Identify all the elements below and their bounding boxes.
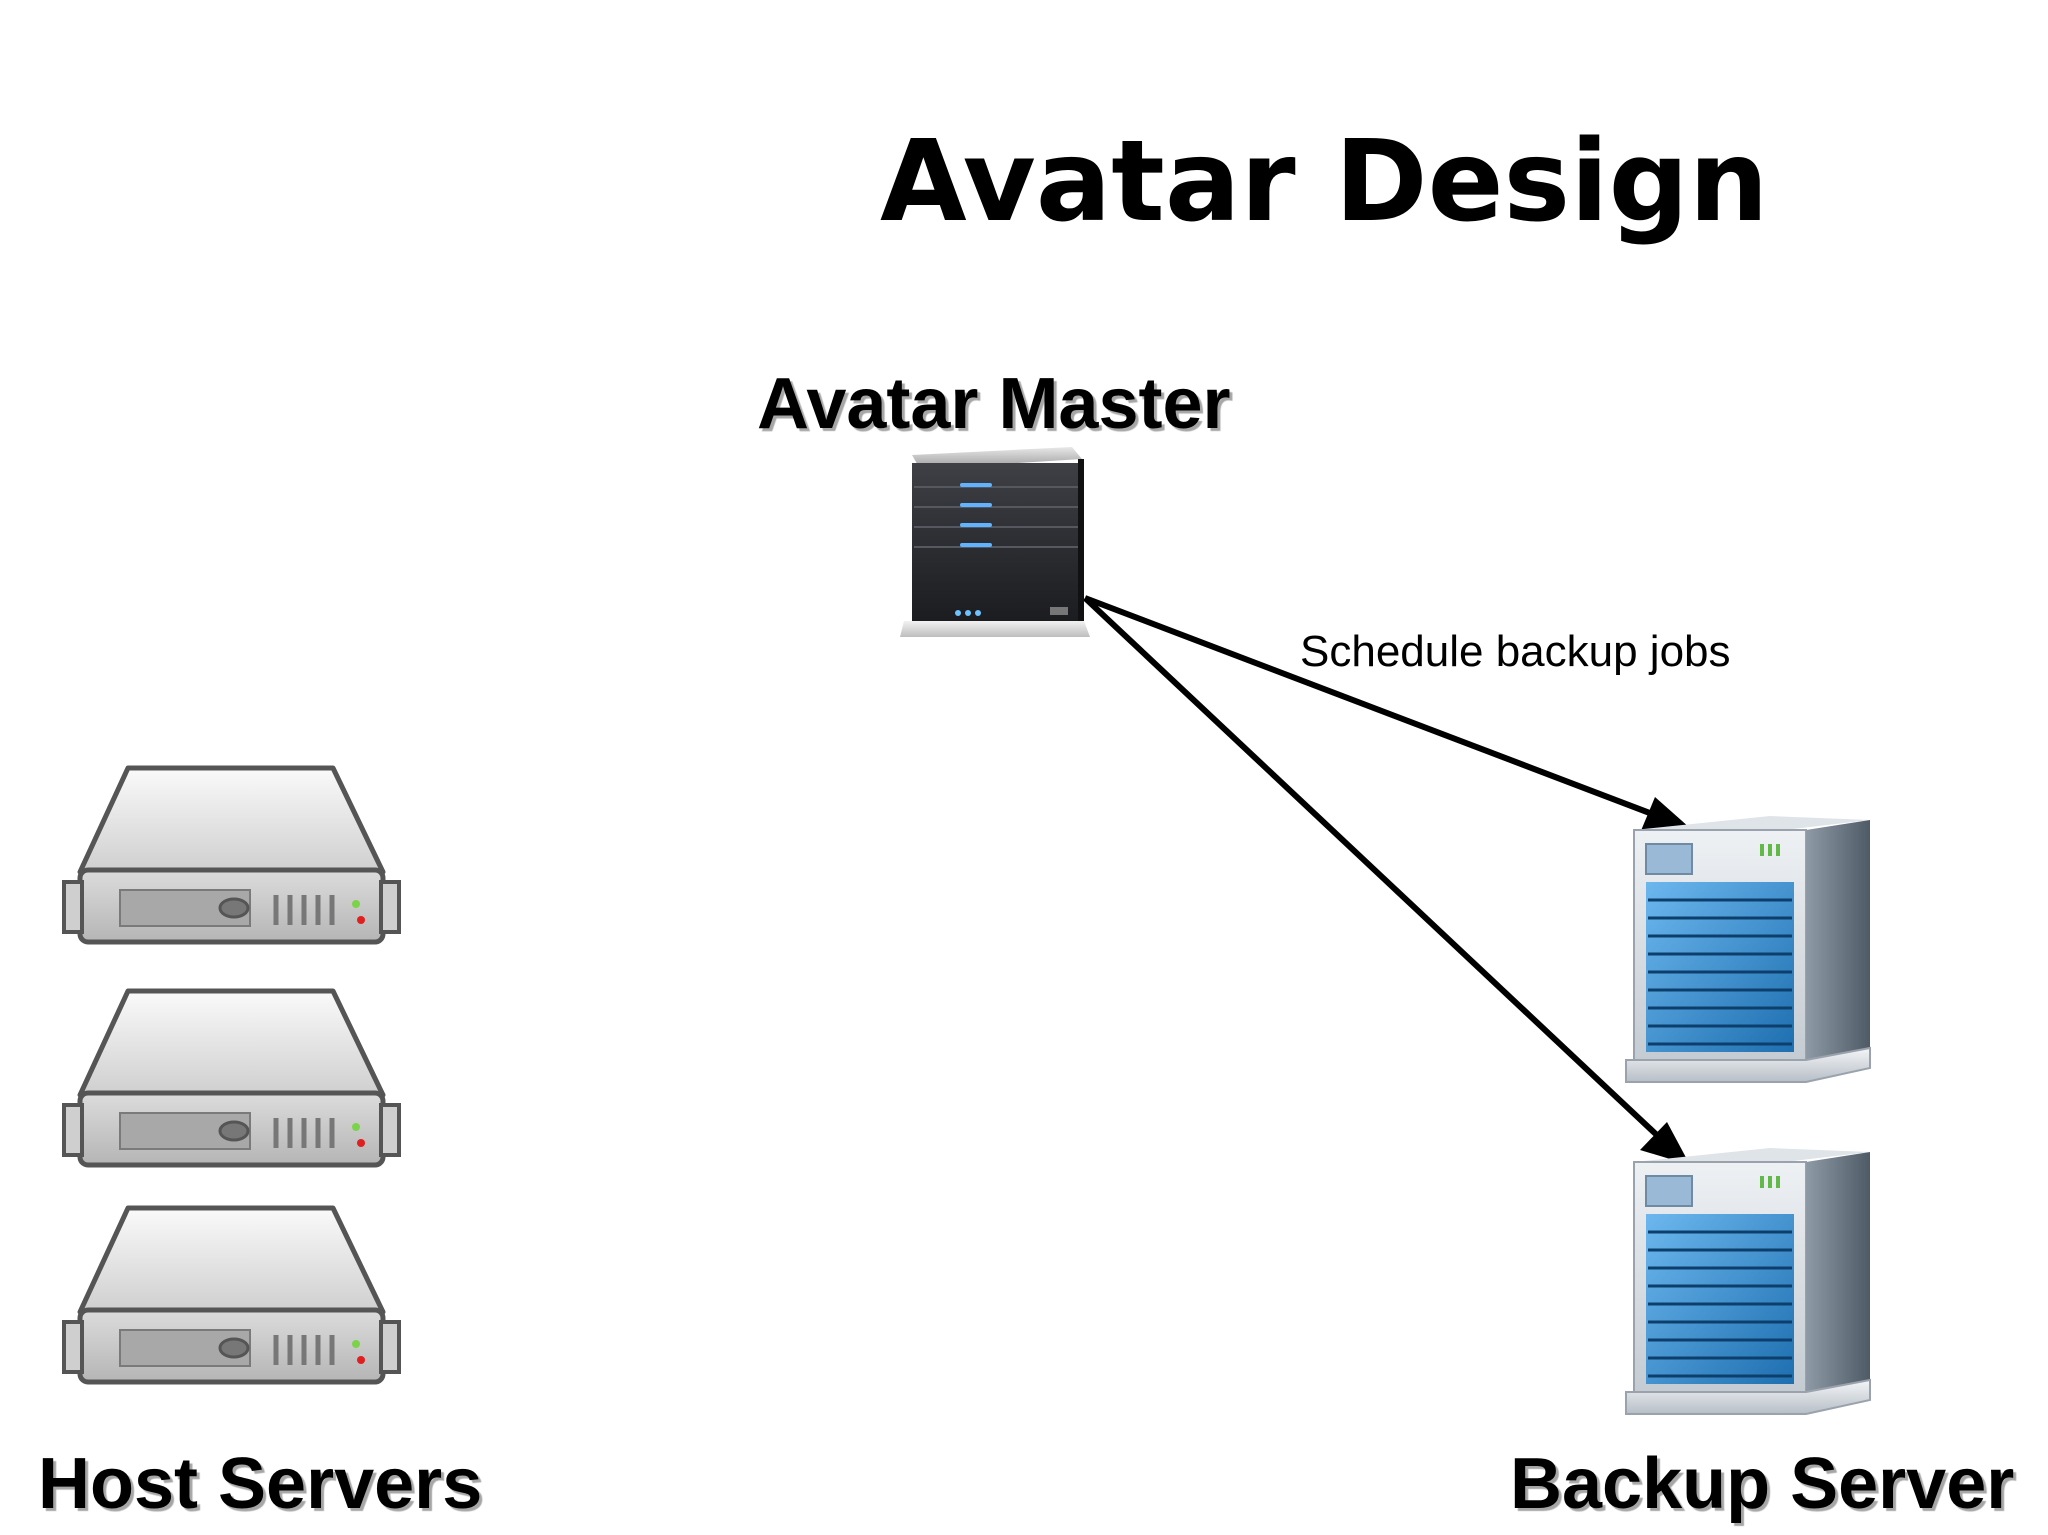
blue-server-icon <box>1625 816 1871 1083</box>
blue-server-icon <box>1625 1148 1871 1415</box>
rack-server-icon <box>62 765 401 945</box>
rack-server-icon <box>62 988 401 1168</box>
edge-master-to-backup-2 <box>1082 595 1690 1165</box>
tower-server-icon <box>900 447 1090 637</box>
edge-master-to-backup-1 <box>1083 595 1690 833</box>
host-servers-label: Host Servers <box>38 1444 483 1524</box>
backup-server-label: Backup Server <box>1510 1444 2015 1524</box>
edge-label-schedule: Schedule backup jobs <box>1300 627 1731 676</box>
master-label: Avatar Master <box>757 364 1231 444</box>
rack-server-icon <box>62 1205 401 1385</box>
diagram-title: Avatar Design <box>880 117 1769 247</box>
